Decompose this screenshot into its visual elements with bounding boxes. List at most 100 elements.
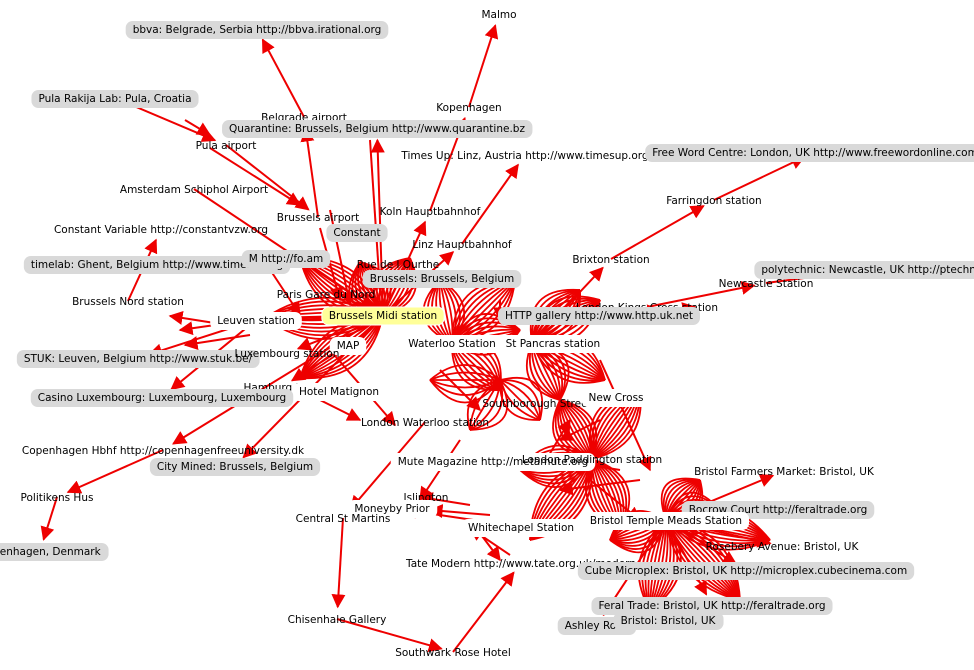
node-southborough[interactable]: Southborough Street xyxy=(482,398,591,410)
loop-edge-275 xyxy=(499,379,541,421)
node-label-microplex: Cube Microplex: Bristol, UK http://micro… xyxy=(585,565,907,577)
node-fo_am[interactable]: M http://fo.am xyxy=(241,250,331,268)
node-copenhagen_dk[interactable]: Copenhagen, Denmark xyxy=(0,543,109,561)
node-box-copenhagen_dk xyxy=(0,543,109,561)
node-rosebery[interactable]: Rosebery Avenue: Bristol, UK xyxy=(706,541,860,553)
node-box-city_mined xyxy=(149,458,321,476)
node-pula_airport[interactable]: Pula airport xyxy=(196,140,257,152)
edge-linz-times_up xyxy=(461,163,519,245)
node-label-copenhagen_hbhf: Copenhagen Hbhf http://copenhagenfreeuni… xyxy=(22,445,305,457)
node-constant[interactable]: Constant xyxy=(326,224,388,242)
loop-edge-130 xyxy=(529,288,581,344)
node-brussels_nord[interactable]: Brussels Nord station xyxy=(72,296,184,308)
node-mute[interactable]: Mute Magazine http://metamute.org xyxy=(390,453,596,471)
node-brussels_bx[interactable]: Brussels: Brussels, Belgium xyxy=(362,270,522,288)
node-southwark[interactable]: Southwark Rose Hotel xyxy=(395,647,511,659)
node-city_mined[interactable]: City Mined: Brussels, Belgium xyxy=(149,458,321,476)
node-waterloo[interactable]: Waterloo Station xyxy=(401,335,503,353)
node-chisenhale[interactable]: Chisenhale Gallery xyxy=(288,614,387,626)
node-label-mute: Mute Magazine http://metamute.org xyxy=(398,456,589,468)
node-box-hotel_matignon xyxy=(291,383,387,401)
node-quarantine[interactable]: Quarantine: Brussels, Belgium http://www… xyxy=(222,120,533,138)
node-box-mute xyxy=(390,453,596,471)
node-new_cross[interactable]: New Cross xyxy=(581,389,651,407)
node-linz[interactable]: Linz Hauptbahnhof xyxy=(412,239,512,251)
node-label-paddington: London Paddington station xyxy=(522,454,662,466)
node-label-polytechnic: polytechnic: Newcastle, UK http://ptechn… xyxy=(761,264,974,276)
edge-extra-22 xyxy=(184,119,212,136)
node-malmo[interactable]: Malmo xyxy=(481,9,516,21)
loop-edge-280 xyxy=(469,379,501,431)
node-box-quarantine xyxy=(222,120,533,138)
loop-edge-273 xyxy=(499,379,541,421)
node-feral_trade[interactable]: Feral Trade: Bristol, UK http://feraltra… xyxy=(591,597,833,615)
node-leuven[interactable]: Leuven station xyxy=(210,312,302,330)
edge-central_st_martins-chisenhale xyxy=(331,517,346,609)
node-constant_variable[interactable]: Constant Variable http://constantvzw.org xyxy=(54,224,268,236)
node-koln[interactable]: Koln Hauptbahnhof xyxy=(380,206,481,218)
node-box-leuven xyxy=(210,312,302,330)
node-whitechapel[interactable]: Whitechapel Station xyxy=(460,519,582,537)
node-politikens[interactable]: Politikens Hus xyxy=(21,492,94,504)
node-stuk[interactable]: STUK: Leuven, Belgium http://www.stuk.be… xyxy=(16,350,260,368)
node-box-timelab xyxy=(23,256,291,274)
node-bristol_bristol[interactable]: Bristol: Bristol, UK xyxy=(613,612,724,630)
edge-bristol_tm-feral_trade xyxy=(665,519,708,596)
edge-brussels_midi-copenhagen_hbhf xyxy=(172,314,384,445)
node-label-bristol_tm: Bristol Temple Meads Station xyxy=(590,515,742,527)
node-free_word[interactable]: Free Word Centre: London, UK http://www.… xyxy=(645,144,974,162)
node-label-constant: Constant xyxy=(333,227,380,239)
node-london_waterloo[interactable]: London Waterloo station xyxy=(361,417,489,429)
node-microplex[interactable]: Cube Microplex: Bristol, UK http://micro… xyxy=(577,562,915,580)
node-label-pula_airport: Pula airport xyxy=(196,140,257,152)
node-newcastle[interactable]: Newcastle Station xyxy=(719,278,814,290)
loop-edge-289 xyxy=(429,364,501,381)
edge-extra-23 xyxy=(599,359,652,472)
node-http_gallery[interactable]: HTTP gallery http://www.http.uk.net xyxy=(498,307,700,325)
node-map[interactable]: MAP xyxy=(329,337,367,355)
node-box-brussels_bx xyxy=(362,270,522,288)
node-moneyby[interactable]: Moneyby Prior xyxy=(347,500,438,518)
edge-st_pancras-brixton xyxy=(531,266,604,344)
node-box-casino xyxy=(30,389,294,407)
node-paddington[interactable]: London Paddington station xyxy=(522,454,662,466)
node-bristol_tm[interactable]: Bristol Temple Meads Station xyxy=(582,512,750,530)
edge-pula_airport-brussels_airport xyxy=(225,144,310,211)
node-label-koln: Koln Hauptbahnhof xyxy=(380,206,481,218)
node-label-newcastle: Newcastle Station xyxy=(719,278,814,290)
node-polytechnic[interactable]: polytechnic: Newcastle, UK http://ptechn… xyxy=(754,261,974,279)
node-bristol_farmers[interactable]: Bristol Farmers Market: Bristol, UK xyxy=(694,466,875,478)
node-bbva[interactable]: bbva: Belgrade, Serbia http://bbva.irati… xyxy=(125,21,389,39)
edge-brixton-farringdon xyxy=(610,205,705,260)
node-central_st_martins[interactable]: Central St Martins xyxy=(296,513,391,525)
node-paris_nord[interactable]: Paris Gare du Nord xyxy=(277,289,376,301)
node-label-stuk: STUK: Leuven, Belgium http://www.stuk.be… xyxy=(24,353,253,365)
edge-extra-17 xyxy=(439,369,481,411)
node-brussels_midi[interactable]: Brussels Midi station xyxy=(321,306,445,326)
edge-london_waterloo-central_st_martins xyxy=(349,421,426,510)
node-label-brussels_nord: Brussels Nord station xyxy=(72,296,184,308)
node-label-london_waterloo: London Waterloo station xyxy=(361,417,489,429)
node-pula_rakija[interactable]: Pula Rakija Lab: Pula, Croatia xyxy=(31,90,199,108)
node-kopenhagen[interactable]: Kopenhagen xyxy=(436,102,501,114)
node-luxembourg[interactable]: Luxembourg station xyxy=(235,348,340,360)
node-brixton[interactable]: Brixton station xyxy=(572,254,649,266)
node-label-farringdon: Farringdon station xyxy=(666,195,761,207)
node-box-bbva xyxy=(125,21,389,39)
nodes: Malmo bbva: Belgrade, Serbia http://bbva.… xyxy=(0,9,974,659)
node-hotel_matignon[interactable]: Hotel Matignon xyxy=(291,383,387,401)
node-timelab[interactable]: timelab: Ghent, Belgium http://www.timel… xyxy=(23,256,291,274)
node-brussels_airport[interactable]: Brussels airport xyxy=(277,212,360,224)
node-copenhagen_hbhf[interactable]: Copenhagen Hbhf http://copenhagenfreeuni… xyxy=(22,445,305,457)
edge-extra-18 xyxy=(319,227,344,302)
edge-southwark-tate_modern xyxy=(452,571,515,653)
node-rue_ourthe[interactable]: Rue de l Ourthe xyxy=(357,259,439,271)
node-label-malmo: Malmo xyxy=(481,9,516,21)
node-label-quarantine: Quarantine: Brussels, Belgium http://www… xyxy=(229,123,525,135)
node-farringdon[interactable]: Farringdon station xyxy=(666,195,761,207)
node-casino[interactable]: Casino Luxembourg: Luxembourg, Luxembour… xyxy=(30,389,294,407)
edge-copenhagen_hbhf-politikens xyxy=(66,449,164,494)
node-times_up[interactable]: Times Up: Linz, Austria http://www.times… xyxy=(400,150,648,162)
node-schiphol[interactable]: Amsterdam Schiphol Airport xyxy=(120,184,268,196)
